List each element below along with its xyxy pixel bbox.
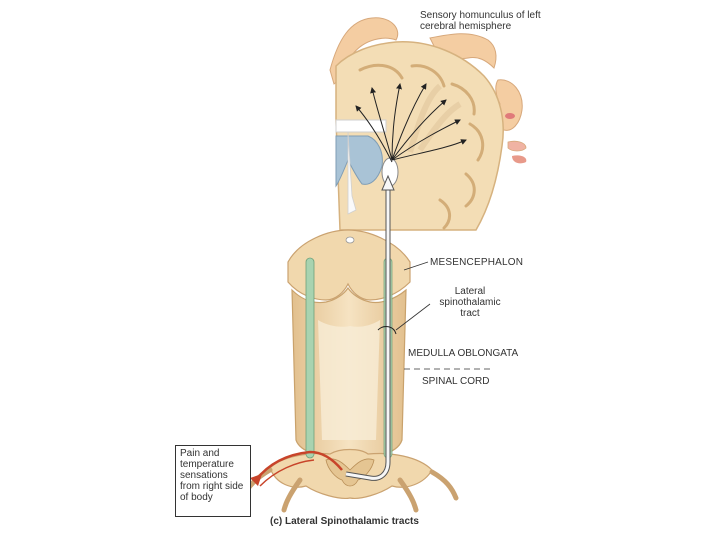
cerebral-aqueduct	[345, 236, 355, 244]
left-green-tract	[305, 257, 315, 459]
label-leaders	[395, 261, 492, 370]
pathway-arrowhead	[381, 174, 395, 191]
spinothalamic-pathway-inner	[345, 186, 390, 480]
septum	[347, 131, 357, 215]
pain-temperature-label: Pain and temperature sensations from rig…	[175, 445, 251, 517]
sensory-homunculus	[329, 17, 527, 164]
pain-nerve-fiber	[255, 450, 343, 481]
pain-input-arrow	[250, 474, 262, 486]
medulla-oblongata-label: MEDULLA OBLONGATA	[408, 348, 519, 359]
mesencephalon-body	[287, 229, 411, 301]
dorsal-root-right	[397, 469, 459, 513]
ascending-tracts	[305, 174, 397, 481]
lateral-ventricle	[335, 135, 383, 188]
spinal-cord-label: SPINAL CORD	[422, 376, 490, 387]
cortical-projections	[355, 83, 467, 163]
homunculus-throat	[512, 155, 527, 164]
mesencephalon-label: MESENCEPHALON	[430, 257, 524, 268]
internal-capsule	[407, 83, 462, 153]
gyri-folds	[358, 63, 485, 230]
sensory-input	[250, 450, 343, 487]
homunculus-title: Sensory homunculus of left cerebral hemi…	[420, 10, 541, 32]
lateral-spinothalamic-tract-label: Lateral spinothalamic tract	[439, 286, 501, 319]
figure-caption: (c) Lateral Spinothalamic tracts	[270, 516, 419, 527]
cerebral-section	[335, 41, 504, 231]
corpus-callosum	[335, 119, 387, 133]
brainstem-and-cord	[241, 229, 459, 513]
homunculus-tongue	[507, 140, 527, 152]
cord-central-zone	[318, 320, 380, 440]
homunculus-lips	[505, 113, 515, 119]
pain-nerve-fiber-2	[259, 459, 315, 487]
tract-leader-ring	[377, 326, 397, 335]
